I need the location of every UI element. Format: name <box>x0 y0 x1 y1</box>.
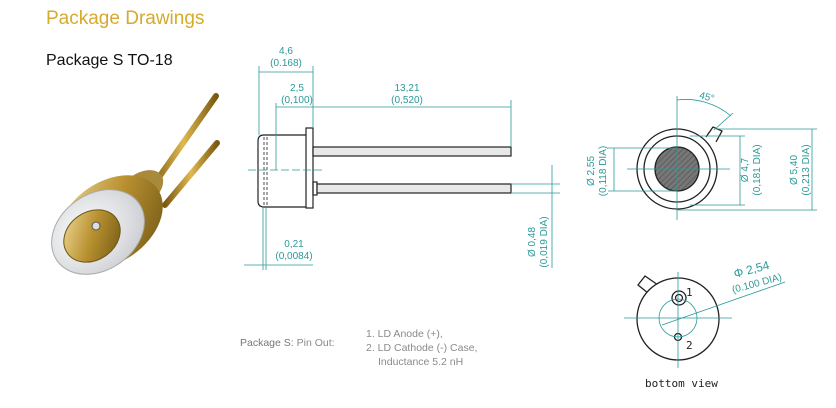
dim-overall-length-in: (0.168) <box>270 58 302 69</box>
dim-window-offset: 0,21 <box>284 239 304 250</box>
side-view-dimensions <box>244 66 560 270</box>
pinout-list: 1. LD Anode (+), 2. LD Cathode (-) Case,… <box>366 327 477 369</box>
laser-diode-photo <box>51 93 220 275</box>
pinout-item: 2. LD Cathode (-) Case, <box>366 342 478 354</box>
dim-cap-diameter-in: (0,181 DIA) <box>752 144 763 195</box>
dim-lead-diameter-in: (0,019 DIA) <box>539 216 550 267</box>
dim-cap-length-in: (0,100) <box>281 95 313 106</box>
pinout-item: 1. LD Anode (+), <box>366 328 443 340</box>
bottom-view-caption: bottom view <box>645 377 718 390</box>
page-title: Package Drawings <box>46 8 205 29</box>
pinout-package: Package S: <box>240 337 294 349</box>
dim-lead-length: 13,21 <box>394 83 419 94</box>
side-view-drawing <box>257 127 512 209</box>
dim-cap-diameter: Ø 4,7 <box>740 157 751 182</box>
pinout-suffix: Pin Out: <box>293 337 335 349</box>
dim-window-offset-in: (0,0084) <box>275 251 312 262</box>
dim-flange-diameter: Ø 5,40 <box>789 155 800 185</box>
dim-overall-length: 4,6 <box>279 46 293 57</box>
dim-lead-diameter: Ø 0,48 <box>527 227 538 257</box>
pinout-item: Inductance 5.2 nH <box>378 356 464 368</box>
dim-lead-length-in: (0,520) <box>391 95 423 106</box>
front-view-dimensions <box>608 96 817 220</box>
pin-2-label: 2 <box>686 339 693 352</box>
dim-flange-diameter-in: (0,213 DIA) <box>801 144 812 195</box>
dim-tab-angle: 45° <box>698 90 715 105</box>
dim-window-diameter: Ø 2,55 <box>586 156 597 186</box>
pinout-label: Package S: Pin Out: <box>240 336 335 350</box>
dim-cap-length: 2,5 <box>290 83 304 94</box>
pin-1-label: 1 <box>686 286 693 299</box>
bottom-view-dimensions <box>624 272 786 368</box>
package-title: Package S TO-18 <box>46 52 173 69</box>
dim-window-diameter-in: (0,118 DIA) <box>598 146 609 196</box>
front-view-drawing <box>636 126 723 210</box>
